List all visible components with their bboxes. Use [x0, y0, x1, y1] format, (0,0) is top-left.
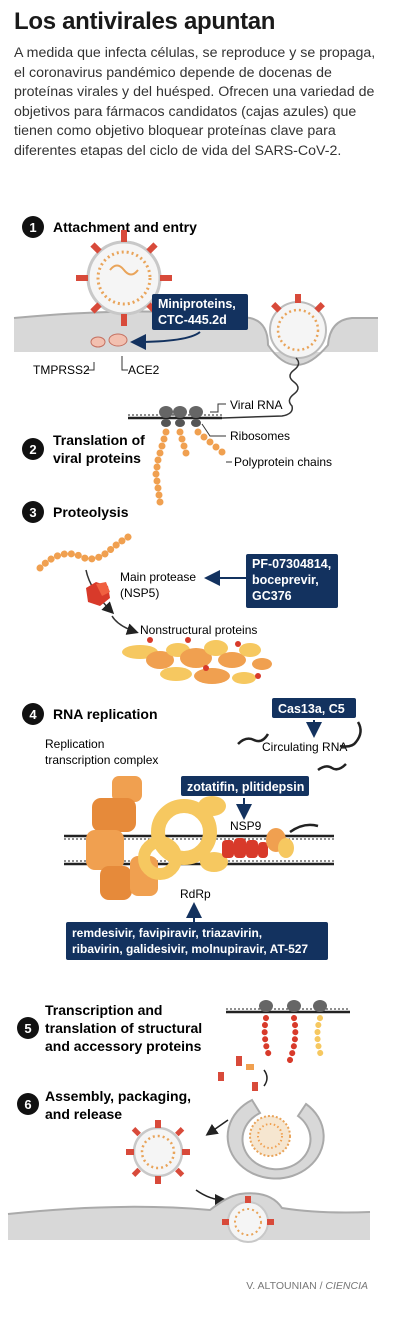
ribosomes-icon — [159, 406, 203, 427]
drug-box-cas13: Cas13a, C5 — [272, 698, 356, 718]
step-3-number-badge — [22, 501, 44, 523]
main-protease-icon — [86, 582, 110, 606]
step-3-number: 3 — [29, 505, 36, 520]
drug-protease-line3: GC376 — [252, 589, 292, 603]
step-4-number: 4 — [29, 707, 37, 722]
polyprotein-label: Polyprotein chains — [234, 455, 332, 469]
drug-rdrp-line2: ribavirin, galidesivir, molnupiravir, AT… — [72, 942, 308, 956]
polyprotein-chains-icon — [152, 428, 226, 506]
step-2-label-line1: Translation of — [53, 432, 145, 448]
ribosomes-label: Ribosomes — [230, 429, 290, 443]
step-3-label: Proteolysis — [53, 504, 129, 520]
cell-membrane-entry — [14, 311, 378, 365]
step-5-label-line1: Transcription and — [45, 1002, 162, 1018]
step-1-label: Attachment and entry — [53, 219, 197, 235]
step-5-label-line3: and accessory proteins — [45, 1038, 202, 1054]
virus-entering-icon — [269, 294, 327, 359]
step-4-number-badge — [22, 703, 44, 725]
step-5-label-line2: translation of structural — [45, 1020, 202, 1036]
released-virus-icon — [126, 1120, 190, 1184]
spike-fragments-icon — [218, 1056, 268, 1091]
step-1-number-badge — [22, 216, 44, 238]
replication-complex-label-line1: Replication — [45, 737, 104, 751]
receptor-proteins-icon — [90, 333, 128, 348]
step-1: 1 Attachment and entry — [22, 216, 197, 238]
circulating-rna-label: Circulating RNA — [262, 740, 347, 754]
circulating-rna-icon — [237, 721, 362, 772]
drug-box-protease: PF-07304814, boceprevir, GC376 — [246, 554, 338, 608]
structural-protein-chains-icon — [261, 1015, 325, 1063]
virus-particle-icon — [76, 230, 172, 326]
step-1-number: 1 — [29, 220, 36, 235]
step-6-label-line1: Assembly, packaging, — [45, 1088, 191, 1104]
step-2-number-badge — [22, 438, 44, 460]
cell-membrane-release — [8, 1193, 370, 1240]
nonstructural-proteins-icon — [122, 637, 272, 684]
drug-cas13-line1: Cas13a, C5 — [278, 702, 345, 716]
drug-miniproteins-line2: CTC-445.2d — [158, 313, 227, 327]
step-2-label-line2: viral proteins — [53, 450, 141, 466]
drug-zotatifin-line1: zotatifin, plitidepsin — [187, 780, 304, 794]
nsp9-label: NSP9 — [230, 819, 262, 833]
step-6-number-badge — [17, 1093, 39, 1115]
main-protease-label-line1: Main protease — [120, 570, 196, 584]
budding-virus-icon — [222, 1196, 274, 1243]
rdrp-label: RdRp — [180, 887, 211, 901]
step-6-number: 6 — [24, 1097, 31, 1112]
step-4-label: RNA replication — [53, 706, 158, 722]
step-6-label-line2: and release — [45, 1106, 122, 1122]
step-2-number: 2 — [29, 442, 36, 457]
ace2-label: ACE2 — [128, 363, 160, 377]
ribosomes-membrane-icon — [259, 1000, 327, 1012]
credit: V. ALTOUNIAN / CIENCIA — [246, 1280, 368, 1292]
lifecycle-diagram: 1 Attachment and entry TMPR — [7, 216, 378, 1292]
polyprotein-curve-icon — [36, 532, 134, 572]
step-5-number: 5 — [24, 1021, 31, 1036]
page-title: Los antivirales apuntan — [14, 8, 276, 35]
drug-box-miniproteins: Miniproteins, CTC-445.2d — [152, 294, 248, 330]
viral-rna-label: Viral RNA — [230, 398, 282, 412]
drug-rdrp-line1: remdesivir, favipiravir, triazavirin, — [72, 926, 262, 940]
step-5-number-badge — [17, 1017, 39, 1039]
replication-complex-icon — [86, 776, 294, 900]
viral-rna-strand — [221, 357, 300, 419]
drug-miniproteins-line1: Miniproteins, — [158, 297, 236, 311]
drug-protease-line1: PF-07304814, — [252, 557, 331, 571]
tmprss2-label: TMPRSS2 — [33, 363, 90, 377]
drug-box-zotatifin: zotatifin, plitidepsin — [181, 776, 309, 796]
nonstructural-proteins-label: Nonstructural proteins — [140, 623, 257, 637]
drug-box-rdrp: remdesivir, favipiravir, triazavirin, ri… — [66, 922, 328, 960]
assembly-vesicle-icon — [226, 1098, 325, 1180]
intro-text: A medida que infecta células, se reprodu… — [14, 45, 376, 159]
main-protease-label-line2: (NSP5) — [120, 586, 159, 600]
drug-protease-line2: boceprevir, — [252, 573, 319, 587]
replication-complex-label-line2: transcription complex — [45, 753, 158, 767]
